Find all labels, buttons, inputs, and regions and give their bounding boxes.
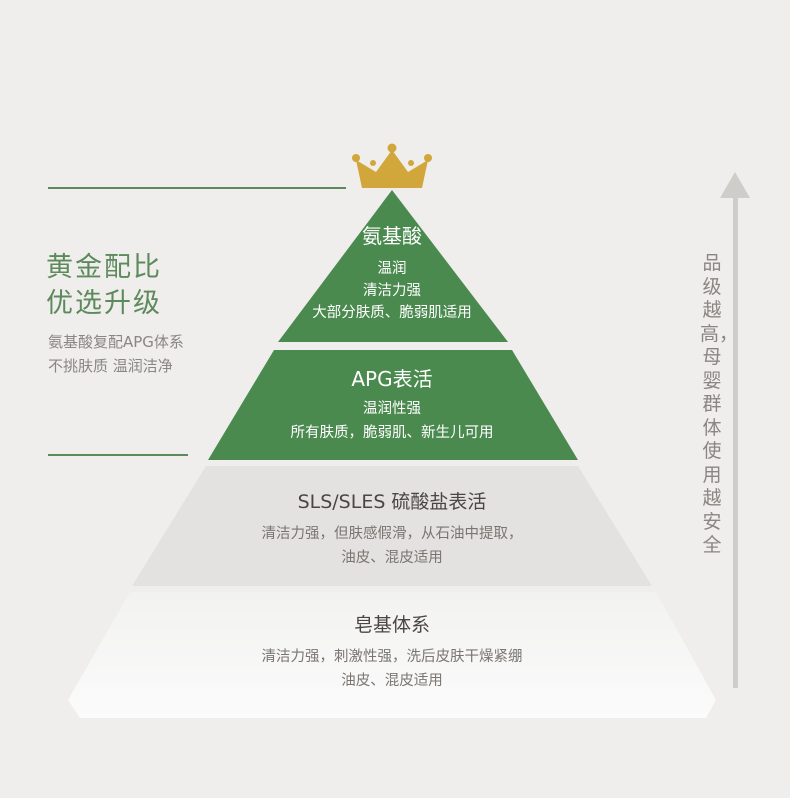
desc-line: 清洁力强，刺激性强，洗后皮肤干燥紧绷 [261, 649, 523, 665]
desc-line: 所有肤质，脆弱肌、新生儿可用 [290, 425, 494, 441]
crown-icon [352, 143, 432, 188]
desc-line: 大部分肤质、脆弱肌适用 [312, 305, 472, 321]
tier-amino-desc: 温润 清洁力强 大部分肤质、脆弱肌适用 [242, 258, 542, 324]
heading-line-1: 黄金配比 [46, 252, 162, 283]
desc-line: 油皮、混皮适用 [341, 550, 443, 566]
desc-line: 油皮、混皮适用 [341, 673, 443, 689]
heading-line-2: 优选升级 [46, 288, 162, 319]
tier-sls-desc: 清洁力强，但肤感假滑，从石油中提取， 油皮、混皮适用 [172, 522, 612, 570]
tier-amino [278, 190, 508, 342]
tier-sls-title: SLS/SLES 硫酸盐表活 [297, 491, 487, 513]
side-arrow-text: 品级越高，母婴群体使用越安全 [700, 252, 739, 556]
sub-line-1: 氨基酸复配APG体系 [48, 333, 184, 351]
tier-soap [68, 592, 716, 718]
tier-apg [208, 350, 578, 460]
tier-apg-desc: 温润性强 所有肤质，脆弱肌、新生儿可用 [222, 397, 562, 445]
up-arrow-icon [720, 172, 750, 688]
tier-soap-desc: 清洁力强，刺激性强，洗后皮肤干燥紧绷 油皮、混皮适用 [172, 645, 612, 693]
sub-line-2: 不挑肤质 温润洁净 [48, 357, 173, 375]
tier-amino-title: 氨基酸 [362, 224, 422, 248]
tier-sls [132, 466, 652, 586]
desc-line: 清洁力强，但肤感假滑，从石油中提取， [261, 526, 523, 542]
desc-line: 温润 [377, 261, 407, 277]
tier-soap-title: 皂基体系 [353, 614, 430, 636]
left-heading: 黄金配比 优选升级 [46, 250, 162, 322]
tier-apg-title: APG表活 [351, 367, 433, 391]
divider-bottom [48, 454, 188, 456]
divider-top [48, 187, 346, 189]
left-subtext: 氨基酸复配APG体系 不挑肤质 温润洁净 [48, 330, 184, 378]
desc-line: 清洁力强 [363, 283, 421, 299]
desc-line: 温润性强 [363, 401, 421, 417]
